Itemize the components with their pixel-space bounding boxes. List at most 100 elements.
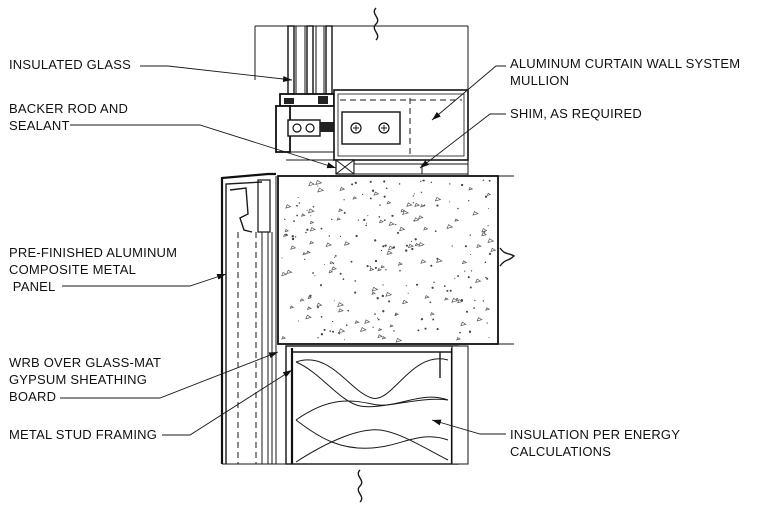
concrete-aggregate — [320, 316, 323, 318]
concrete-aggregate — [377, 334, 383, 339]
concrete-aggregate — [434, 230, 437, 233]
label-backer-rod-line-2: SEALANT — [9, 118, 70, 133]
concrete-aggregate — [350, 260, 353, 263]
concrete-aggregate — [372, 326, 374, 328]
concrete-aggregate — [283, 233, 288, 238]
concrete-aggregate — [376, 317, 378, 319]
concrete-aggregate — [486, 192, 492, 196]
concrete-aggregate — [382, 310, 385, 313]
concrete-aggregate — [381, 294, 384, 298]
concrete-aggregate — [424, 295, 430, 299]
concrete-aggregate — [325, 242, 332, 247]
concrete-aggregate — [331, 266, 337, 271]
label-insulated-glass: INSULATED GLASS — [9, 57, 131, 72]
concrete-aggregate — [329, 260, 334, 265]
concrete-aggregate — [369, 266, 371, 268]
concrete-aggregate — [456, 298, 458, 300]
concrete-aggregate — [285, 233, 288, 236]
concrete-aggregate — [414, 242, 420, 247]
concrete-aggregate — [317, 337, 319, 339]
concrete-aggregate — [446, 289, 449, 292]
concrete-aggregate — [364, 319, 371, 324]
concrete-aggregate — [398, 183, 401, 185]
concrete-aggregate — [417, 329, 420, 332]
leader-metal-stud — [162, 369, 293, 436]
curtain-wall-mullion — [275, 89, 469, 175]
composite-metal-panel — [220, 172, 277, 464]
concrete-aggregate — [338, 328, 346, 334]
leader-curtain-wall — [431, 65, 506, 121]
concrete-aggregate — [343, 241, 351, 246]
concrete-aggregate — [474, 299, 476, 302]
concrete-aggregate — [420, 191, 423, 193]
concrete-aggregate — [420, 180, 422, 182]
concrete-aggregate — [383, 195, 386, 198]
concrete-aggregate — [291, 237, 295, 241]
leader-insulated-glass — [140, 65, 293, 82]
concrete-aggregate — [394, 314, 397, 316]
concrete-aggregate — [369, 197, 372, 200]
concrete-aggregate — [436, 204, 439, 207]
concrete-aggregate — [487, 225, 489, 227]
concrete-aggregate — [384, 244, 387, 247]
label-aluminum-panel-line-2: COMPOSITE METAL — [9, 262, 136, 277]
break-symbol-bottom — [357, 469, 363, 503]
label-metal-stud: METAL STUD FRAMING — [9, 427, 157, 442]
concrete-aggregate — [342, 278, 345, 280]
concrete-aggregate — [475, 278, 482, 284]
concrete-aggregate — [399, 226, 406, 232]
concrete-aggregate — [412, 202, 414, 204]
concrete-aggregate — [336, 217, 342, 221]
concrete-aggregate — [424, 327, 427, 330]
concrete-aggregate — [374, 266, 377, 269]
concrete-aggregate — [315, 179, 323, 185]
concrete-aggregate — [476, 244, 482, 248]
concrete-aggregate — [449, 201, 451, 203]
label-insulated-glass-line-1: INSULATED GLASS — [9, 57, 131, 72]
concrete-aggregate — [397, 261, 404, 266]
concrete-aggregate — [334, 256, 336, 258]
concrete-aggregate — [365, 224, 368, 227]
concrete-aggregate — [331, 320, 334, 323]
concrete-aggregate — [385, 291, 393, 297]
concrete-aggregate — [338, 208, 344, 212]
concrete-aggregate — [446, 224, 454, 230]
concrete-aggregate — [451, 297, 459, 303]
concrete-aggregate — [432, 318, 435, 321]
concrete-aggregate — [347, 309, 350, 312]
concrete-aggregate — [317, 306, 319, 309]
concrete-aggregate — [307, 208, 315, 214]
concrete-aggregate — [281, 336, 287, 340]
concrete-aggregate — [429, 301, 432, 304]
concrete-aggregate — [357, 219, 360, 221]
label-curtain-wall-line-1: ALUMINUM CURTAIN WALL SYSTEM — [510, 56, 740, 71]
concrete-aggregate — [405, 285, 407, 287]
concrete-aggregate — [396, 231, 400, 234]
concrete-aggregate — [355, 234, 358, 238]
concrete-aggregate — [338, 333, 341, 335]
concrete-aggregate — [485, 307, 491, 311]
concrete-aggregate — [377, 268, 382, 272]
metal-stud-framing — [285, 345, 469, 465]
concrete-aggregate — [382, 245, 385, 248]
concrete-aggregate — [339, 272, 342, 275]
break-symbol-top — [373, 7, 379, 41]
concrete-aggregate — [281, 257, 283, 259]
concrete-aggregate — [319, 284, 323, 287]
concrete-aggregate — [334, 255, 337, 257]
concrete-aggregate — [338, 308, 344, 313]
concrete-aggregate — [413, 217, 420, 222]
concrete-aggregate — [485, 276, 487, 279]
concrete-aggregate — [410, 240, 412, 243]
concrete-aggregate — [456, 337, 461, 341]
label-insulation: INSULATION PER ENERGY CALCULATIONS — [510, 427, 680, 459]
concrete-aggregate — [323, 328, 326, 331]
concrete-aggregate — [468, 330, 472, 333]
concrete-aggregate — [465, 310, 469, 313]
concrete-aggregate — [488, 179, 491, 182]
concrete-aggregate — [296, 214, 298, 217]
concrete-aggregate — [481, 228, 488, 233]
label-curtain-wall: ALUMINUM CURTAIN WALL SYSTEM MULLION — [510, 56, 740, 88]
concrete-aggregate — [420, 204, 425, 208]
concrete-aggregate — [436, 258, 443, 264]
